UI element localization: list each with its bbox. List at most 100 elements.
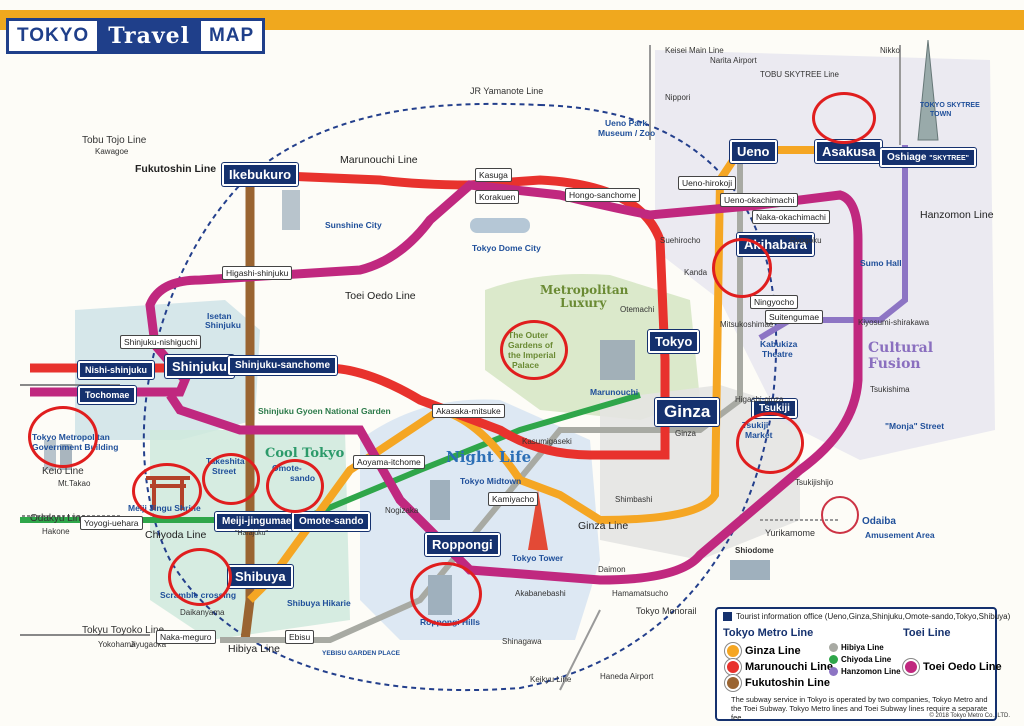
station-hongo-sanchome[interactable]: Hongo-sanchome [565, 188, 641, 202]
station-shibuya[interactable]: Shibuya [228, 565, 293, 588]
highlight-asakusa [812, 92, 876, 144]
sight-tokyo-midtown: Tokyo Midtown [460, 476, 522, 486]
station-shinjuku-nishiguchi[interactable]: Shinjuku-nishiguchi [120, 335, 202, 349]
highlight-omote-sando [266, 459, 324, 513]
hanzomon-line-label: Hanzomon Line [920, 209, 994, 221]
highlight-scramble [168, 548, 232, 606]
station-yoyogi-uehara[interactable]: Yoyogi-uehara [80, 516, 143, 530]
mt-takao-label: Mt.Takao [58, 479, 91, 488]
tobu-skytree-label: TOBU SKYTREE Line [760, 70, 839, 79]
legend-info-sub: (Ueno,Ginza,Shinjuku,Omote-sando,Tokyo,S… [824, 612, 1011, 621]
station-kamiyacho[interactable]: Kamiyacho [488, 492, 539, 506]
station-shinjuku[interactable]: Shinjuku [165, 355, 234, 378]
yokohama-label: Yokohama [98, 640, 136, 649]
station-tochomae[interactable]: Tochomae [78, 386, 137, 404]
ginza-line-label: Ginza Line [578, 520, 629, 532]
area-fusion: Fusion [868, 356, 921, 372]
sight-ueno-park: Ueno Park [605, 118, 648, 128]
meiji-jingumae-name: Meiji-jingumae [222, 516, 292, 527]
hibiya-line-icon [829, 643, 838, 652]
highlight-roppongi-hills [410, 562, 482, 626]
station-naka-meguro[interactable]: Naka-meguro [156, 630, 216, 644]
narita-label: Narita Airport [710, 56, 757, 65]
oedo-line-icon [903, 659, 919, 675]
station-ningyocho[interactable]: Ningyocho [750, 295, 799, 309]
station-ueno-hirokoji[interactable]: Ueno-hirokoji [678, 176, 737, 190]
legend-hibiya-label: Hibiya Line [841, 643, 884, 652]
copyright: © 2018 Tokyo Metro Co., LTD. [929, 713, 1010, 719]
legend-note: The subway service in Tokyo is operated … [731, 695, 988, 722]
station-nishi-shinjuku[interactable]: Nishi-shinjuku [78, 361, 155, 379]
place-kiyosumi: Kiyosumi-shirakawa [858, 318, 930, 327]
hanzomon-line-icon [829, 667, 838, 676]
station-roppongi[interactable]: Roppongi [425, 533, 500, 556]
place-higashi-ginza: Higashi-ginza [735, 395, 784, 404]
jiyugaoka-label: Jiyugaoka [130, 640, 167, 649]
station-suitengumae[interactable]: Suitengumae [765, 310, 824, 324]
legend-fukutoshin-label: Fukutoshin Line [745, 677, 830, 689]
highlight-tsukiji-market [736, 412, 804, 474]
hakone-label: Hakone [42, 527, 70, 536]
sight-hikarie: Shibuya Hikarie [287, 598, 351, 608]
keisei-line-label: Keisei Main Line [665, 46, 724, 55]
sight-marunouchi: Marunouchi [590, 387, 639, 397]
kawagoe-label: Kawagoe [95, 147, 129, 156]
sight-tokyo-dome: Tokyo Dome City [472, 243, 541, 253]
shiodome-building [730, 560, 770, 580]
info-icon [723, 612, 732, 622]
station-ginza[interactable]: Ginza [655, 398, 720, 426]
station-ikebukuro[interactable]: Ikebukuro [222, 163, 299, 186]
fukutoshin-line-label: Fukutoshin Line [135, 163, 217, 175]
sight-kabukiza-theatre: Theatre [762, 349, 793, 359]
place-suehirocho: Suehirocho [660, 236, 701, 245]
station-ueno[interactable]: Ueno [730, 140, 777, 163]
place-daikanyama: Daikanyama [180, 608, 225, 617]
station-korakuen[interactable]: Korakuen [475, 190, 520, 204]
station-kasuga[interactable]: Kasuga [475, 168, 512, 182]
marunouchi-line [30, 170, 670, 460]
yurikamome-label: Yurikamome [765, 528, 816, 538]
station-oshiage[interactable]: Oshiage "SKYTREE" [880, 148, 976, 167]
dome-building [470, 218, 530, 233]
place-tsukishima: Tsukishima [870, 385, 910, 394]
oshiage-subname: "SKYTREE" [929, 155, 969, 162]
station-aoyama-itchome[interactable]: Aoyama-itchome [353, 455, 425, 469]
metropolitan-area [485, 274, 700, 420]
marunouchi-line-icon [725, 659, 741, 675]
station-akasaka-mitsuke[interactable]: Akasaka-mitsuke [432, 404, 505, 418]
title-word-map: MAP [200, 18, 266, 54]
tokyo-monorail-label: Tokyo Monorail [636, 606, 697, 616]
legend-oedo-label: Toei Oedo Line [923, 661, 1002, 673]
legend-chiyoda: Chiyoda Line [829, 655, 891, 664]
legend-hibiya: Hibiya Line [829, 643, 884, 652]
station-naka-okachimachi[interactable]: Naka-okachimachi [752, 210, 830, 224]
place-akabanebashi: Akabanebashi [515, 589, 566, 598]
legend-ginza-label: Ginza Line [745, 645, 801, 657]
header: TOKYO Travel MAP [0, 0, 1024, 62]
sight-sumo-hall: Sumo Hall [860, 258, 902, 268]
sunshine-building [282, 190, 300, 230]
place-otemachi: Otemachi [620, 305, 655, 314]
station-ueno-okachimachi[interactable]: Ueno-okachimachi [720, 193, 799, 207]
sight-isetan-shinjuku: Shinjuku [205, 320, 241, 330]
fukutoshin-line-icon [725, 675, 741, 691]
legend-chiyoda-label: Chiyoda Line [841, 655, 892, 664]
toei-oedo-line-label: Toei Oedo Line [345, 290, 416, 302]
place-mitsukoshimae: Mitsukoshimae [720, 320, 774, 329]
map-title: TOKYO Travel MAP [6, 18, 266, 54]
station-ebisu[interactable]: Ebisu [285, 630, 315, 644]
station-shinjuku-sanchome[interactable]: Shinjuku-sanchome [228, 356, 338, 375]
place-shiodome: Shiodome [735, 546, 774, 555]
station-meiji-jingumae[interactable]: Meiji-jingumae [215, 512, 299, 531]
highlight-akihabara [712, 238, 772, 298]
midtown-building [430, 480, 450, 520]
area-cool-tokyo: Cool Tokyo [265, 446, 345, 461]
jr-yamanote-line-label: JR Yamanote Line [470, 86, 544, 96]
station-tokyo[interactable]: Tokyo [648, 330, 700, 353]
title-word-tokyo: TOKYO [6, 18, 98, 54]
haneda-label: Haneda Airport [600, 672, 654, 681]
station-higashi-shinjuku[interactable]: Higashi-shinjuku [222, 266, 293, 280]
legend-hanzomon-label: Hanzomon Line [841, 667, 901, 676]
station-omote-sando[interactable]: Omote-sando [292, 512, 371, 531]
